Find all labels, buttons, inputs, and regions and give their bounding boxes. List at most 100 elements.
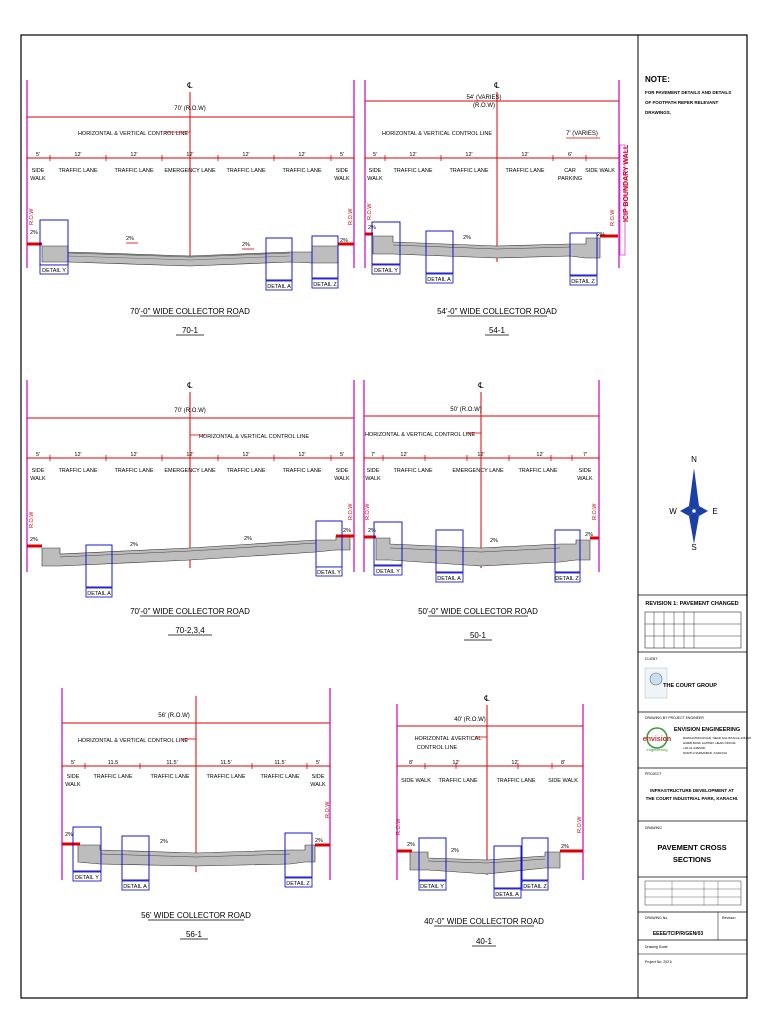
lane-label: WALK [30,476,46,482]
engineer-line: NORTH NAZIMABAD, KARACHI [683,751,727,755]
lane-label: TRAFFIC LANE [393,468,432,474]
lane-label: WALK [367,176,383,182]
slope-label: 2% [340,238,348,244]
section-number: 70-1 [182,326,199,335]
dim-label: 8' [561,760,565,766]
centerline-symbol: ℄ [187,81,193,90]
lane-label: WALK [577,476,593,482]
lane-label: SIDE [32,468,45,474]
lane-label: TRAFFIC LANE [449,168,488,174]
lane-label: SIDE WALK [401,778,431,784]
slope-label: 2% [343,528,351,534]
project-line: THE COURT INDUSTRIAL PARK, KARACHI. [646,796,739,801]
section-54-1: ℄ 54' (VARIES) (R.O.W) HORIZONTAL & VERT… [364,80,630,336]
lane-label: SIDE [336,168,349,174]
detail-label: DETAIL Y [75,875,99,881]
lane-label: CAR [564,168,576,174]
control-line-label: HORIZONTAL & VERTICAL CONTROL LINE [199,434,309,440]
slope-label: 2% [463,235,471,241]
section-number: 70-2,3,4 [175,626,205,635]
lane-label: TRAFFIC LANE [226,468,265,474]
detail-callout [418,837,447,881]
lane-label: PARKING [558,176,582,182]
detail-callout [435,529,464,573]
slope-label: 2% [160,839,168,845]
detail-callout [554,529,581,573]
scale-label: Drawing Scale [645,945,668,949]
lane-label: SIDE [367,468,380,474]
detail-label: DETAIL Z [523,884,547,890]
dim-label: 12' [242,152,249,158]
dim-label: 5' [71,760,75,766]
detail-label: DETAIL A [495,892,519,898]
section-title: 70'-0" WIDE COLLECTOR ROAD [130,607,250,616]
engineer-name: ENVISION ENGINEERING [674,727,740,733]
lane-label: SIDE [579,468,592,474]
slope-label: 2% [597,232,605,238]
lane-label: TRAFFIC LANE [206,774,245,780]
slope-label: 2% [451,848,459,854]
detail-callout [569,232,598,276]
centerline-symbol: ℄ [494,81,500,90]
lane-label: WALK [65,782,81,788]
lane-label: TRAFFIC LANE [282,168,321,174]
control-line-label: CONTROL LINE [417,745,458,751]
row-width-label: 50' (R.O.W) [450,407,481,413]
dim-label: 12' [536,452,543,458]
row-width-label: (R.O.W) [473,103,495,109]
detail-label: DETAIL Y [420,884,444,890]
dim-label: 12' [298,152,305,158]
engineer-line: +92-21-3482000 [683,746,705,750]
svg-text:envision: envision [643,736,671,743]
lane-label: TRAFFIC LANE [282,468,321,474]
slope-label: 2% [585,532,593,538]
row-width-label: 40' (R.O.W) [454,717,485,723]
detail-label: DETAIL A [267,284,291,290]
slope-label: 2% [65,832,73,838]
lane-label: SIDE [32,168,45,174]
lane-label: SIDE WALK [585,168,615,174]
control-line-label: HORIZONTAL & VERTICAL CONTROL LINE [365,432,475,438]
slope-label: 2% [368,528,376,534]
detail-label: DETAIL Y [376,569,400,575]
section-title: 50'-0" WIDE COLLECTOR ROAD [418,607,538,616]
detail-label: DETAIL Z [555,576,579,582]
varies-label: 7' (VARIES) [566,131,598,137]
section-number: 56-1 [186,930,203,939]
dim-label: 11.5 [108,760,118,766]
dim-label: 12' [452,760,459,766]
slope-label: 2% [130,542,138,548]
revision-text: REVISION 1: PAVEMENT CHANGED [645,601,738,607]
detail-callout [284,832,313,878]
row-label: R.O.W [367,203,373,220]
dim-label: 5' [36,452,40,458]
project-label: PROJECT [645,772,662,776]
dim-label: 5' [340,152,344,158]
dim-label: 12' [409,152,416,158]
lane-label: EMERGENCY LANE [164,468,216,474]
dim-label: 5' [373,152,377,158]
row-label: R.O.W [592,503,598,520]
lane-label: SIDE [336,468,349,474]
detail-callout [371,221,401,265]
dim-label: 12' [242,452,249,458]
dim-label: 7' [371,452,375,458]
detail-label: DETAIL Y [317,570,341,576]
detail-label: DETAIL Z [286,881,310,887]
detail-callout [493,845,522,889]
lane-label: SIDE WALK [548,778,578,784]
section-number: 54-1 [489,326,506,335]
slope-label: 2% [561,844,569,850]
section-56-1: 56' (R.O.W) HORIZONTAL & VERTICAL CONTRO… [61,688,331,940]
lane-label: SIDE [67,774,80,780]
dim-label: 12' [400,452,407,458]
detail-label: DETAIL Y [42,268,66,274]
envision-logo-icon: envision engineering [643,727,671,752]
client-name: THE COURT GROUP [663,683,717,689]
lane-label: TRAFFIC LANE [114,168,153,174]
row-label: R.O.W [29,511,35,528]
row-width-label: 70' (R.O.W) [174,106,205,112]
centerline-symbol: ℄ [478,381,484,390]
control-line-label: HORIZONTAL &VERTICAL [415,736,482,742]
